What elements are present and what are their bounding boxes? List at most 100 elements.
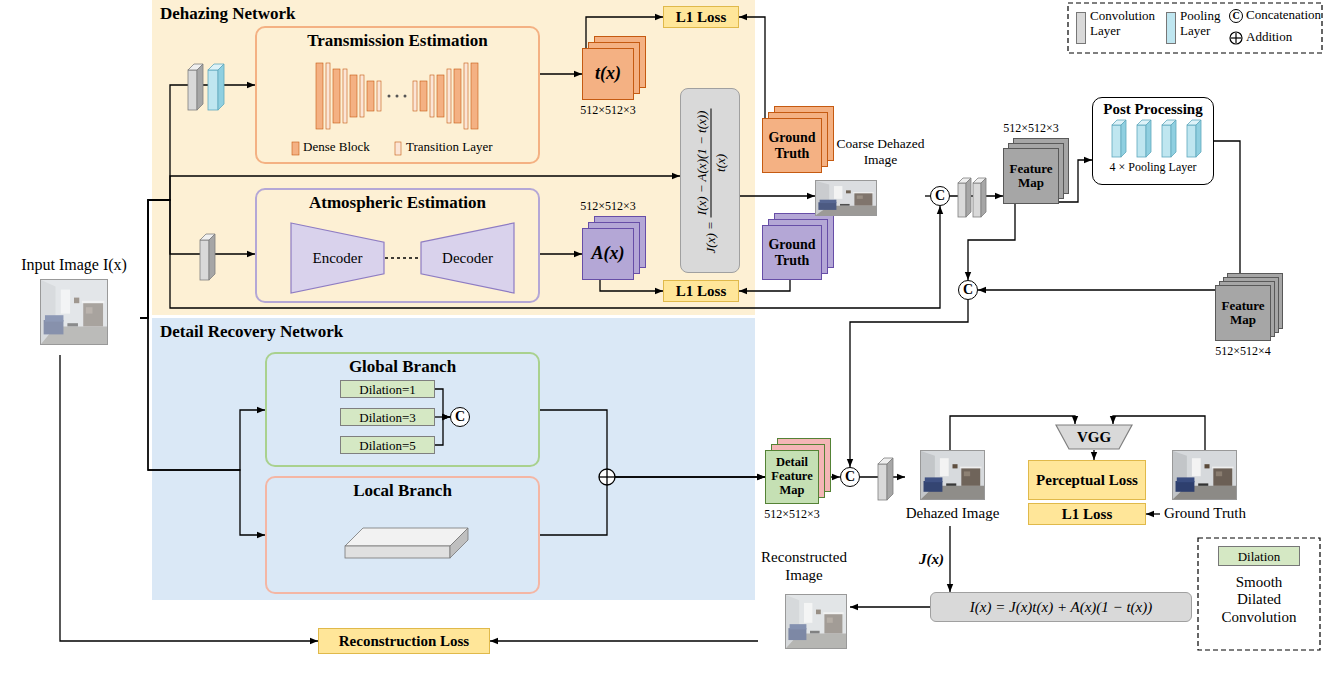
text-holder: Dense Block (303, 139, 370, 155)
text-holder: Atmospheric Estimation (257, 193, 538, 213)
text-holder: Detail Recovery Network (160, 322, 343, 342)
label-text: A(x) (591, 244, 626, 264)
stack-front: Detail Feature Map (765, 450, 819, 504)
layout-rect (333, 69, 340, 123)
text-holder: J(x) (919, 551, 944, 568)
label-text: Dilation=3 (359, 411, 415, 424)
photo (785, 594, 847, 649)
layout-rect (958, 183, 966, 217)
layout-polygon (291, 223, 384, 293)
text-holder: Post Processing (1093, 101, 1213, 118)
stack-front: Feature Map (1003, 148, 1059, 204)
network-region: Detail Recovery NetworkGlobal BranchDila… (152, 318, 755, 600)
photo (40, 279, 108, 345)
layout-rect (973, 183, 981, 217)
label-text: Dehazed Image (905, 504, 1000, 522)
layout-polygon (209, 234, 215, 280)
label-text: t(x) (594, 64, 622, 84)
label-text: Pooling Layer (1180, 9, 1226, 39)
label-text: Dilation=5 (359, 439, 415, 452)
text-holder: 512×512×3 (741, 507, 843, 522)
layout-rect (41, 280, 107, 344)
dilation-box: Dilation=5 (340, 436, 435, 454)
legend-swatch (1076, 12, 1086, 44)
legend-swatch (1166, 12, 1176, 44)
text-holder: 512×512×3 (979, 121, 1083, 136)
text-holder: 512×512×3 (558, 199, 658, 214)
layout-rect (345, 546, 450, 558)
concat-symbol: C (1229, 9, 1243, 23)
dilation-box: Dilation=1 (340, 380, 435, 398)
label-text: Ground Truth (763, 237, 821, 268)
formula-box: I(x) = J(x)t(x) + A(x)(1 − t(x)) (930, 592, 1192, 622)
text-holder: Addition (1246, 30, 1322, 45)
tensor-stack: Ground Truth (762, 225, 822, 280)
layout-rect (1112, 125, 1121, 157)
concat-circle: C (958, 280, 978, 300)
text-holder: Concatenation (1246, 8, 1322, 23)
label-text: C (455, 410, 465, 424)
connector (140, 85, 255, 318)
label-text: Concatenation (1246, 8, 1322, 23)
connector (385, 257, 420, 258)
concat-circle: C (930, 186, 950, 206)
layout-circle (396, 95, 399, 98)
label-text: 512×512×3 (558, 103, 658, 118)
text-holder: Dehazed Image (905, 504, 1000, 522)
label-text: 512×512×3 (979, 121, 1083, 136)
fraction: I(x) − A(x)(1 − t(x))t(x) (693, 108, 728, 217)
connector (1146, 513, 1160, 514)
layout-rect (413, 81, 417, 111)
layout-rect (316, 63, 323, 129)
image-node: Coarse Dehazed Image (815, 136, 925, 216)
label-text: Convolution Layer (1090, 9, 1162, 39)
label-text: J(x) (919, 551, 944, 568)
connector (140, 318, 265, 535)
label-text: Input Image I(x) (8, 255, 140, 274)
layout-rect (420, 81, 427, 111)
label-text: Local Branch (267, 481, 538, 501)
label-text: Dense Block (303, 139, 370, 155)
network-region: Dehazing NetworkTransmission EstimationD… (152, 0, 755, 315)
label-text: Decoder (442, 251, 493, 266)
connector (739, 17, 765, 118)
layout-rect (1173, 451, 1236, 499)
layout-rect (41, 280, 107, 344)
layout-rect (200, 240, 209, 280)
layout-svg (1229, 31, 1243, 45)
label-text: Addition (1246, 30, 1322, 45)
loss-box: L1 Loss (663, 6, 739, 28)
tensor-stack: Feature Map512×512×4 (1215, 285, 1271, 341)
layout-rect (152, 0, 755, 315)
tensor-stack: A(x)512×512×3 (582, 228, 634, 280)
label-text: Reconstructed Image (758, 548, 850, 584)
layout-svg (816, 181, 876, 215)
image-node: Input Image I(x) (8, 255, 140, 355)
layout-polygon (345, 528, 468, 546)
label-text: Dehazing Network (160, 4, 296, 24)
layout-polygon (1171, 120, 1176, 157)
layout-rect (350, 75, 357, 117)
network-block: Encoder (290, 222, 385, 294)
dilation-box: Dilation=3 (340, 408, 435, 426)
connector (435, 389, 450, 417)
text-holder: 4 × Pooling Layer (1093, 160, 1213, 175)
layout-polygon (450, 528, 468, 558)
text-holder: Dehazing Network (160, 4, 296, 24)
layout-polygon (1121, 120, 1126, 157)
layout-rect (292, 142, 299, 155)
layout-circle (1230, 32, 1242, 44)
layout-polygon (421, 223, 514, 293)
layout-rect (1177, 477, 1195, 482)
text-holder: Global Branch (267, 357, 538, 377)
label-text: Ground Truth (1160, 504, 1250, 522)
layout-rect (464, 63, 468, 129)
layout-rect (1068, 3, 1322, 53)
label-text: Smooth Dilated Convolution (1219, 574, 1299, 626)
layout-polygon (966, 178, 971, 217)
module-box: Post Processing 4 × Pooling Layer (1092, 97, 1214, 185)
layout-rect (395, 142, 401, 155)
connector (949, 526, 950, 592)
image-node: Ground Truth (1160, 450, 1250, 526)
text-holder: 512×512×3 (558, 103, 658, 118)
